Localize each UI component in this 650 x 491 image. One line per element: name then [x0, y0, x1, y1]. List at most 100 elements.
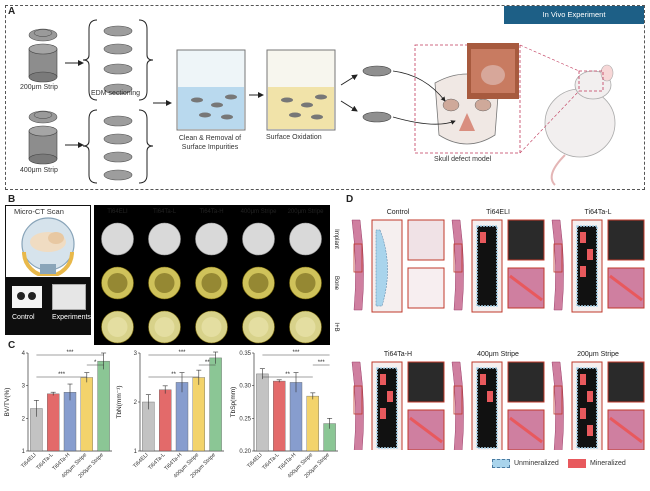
- mineralized-region: [387, 391, 393, 402]
- bar: [306, 395, 319, 452]
- mineralized-region: [480, 374, 486, 385]
- beaker-clean: [176, 49, 246, 131]
- bar: [63, 392, 77, 452]
- y-axis-label: BV/TV(%): [4, 388, 11, 417]
- mineralized-region: [609, 416, 643, 444]
- legend-mineralized-label: Mineralized: [590, 460, 626, 467]
- ct-scan-inner: [107, 273, 128, 293]
- detail-panel: [607, 409, 645, 450]
- mineralized-region: [380, 374, 386, 385]
- ct-column-label: 400μm Stripe: [241, 209, 277, 215]
- bar: [209, 357, 222, 452]
- tissue-strip: [551, 361, 564, 450]
- oxidation-label: Surface Oxidation: [266, 134, 322, 141]
- implant-region: [476, 225, 498, 307]
- panel-a-illustration: [28, 19, 616, 186]
- y-tick-label: 3: [134, 351, 138, 357]
- panel-d-letter: D: [346, 194, 354, 205]
- ct-row-label: Bone: [333, 276, 339, 291]
- implant-region: [376, 367, 398, 449]
- control-thumb: [12, 286, 42, 308]
- bar: [142, 401, 155, 452]
- zoom-box: [353, 243, 363, 273]
- panel-a-letter: A: [8, 6, 16, 17]
- experiments-label: Experiments: [52, 314, 91, 321]
- tissue-strip: [351, 361, 364, 450]
- tissue-strip: [451, 361, 464, 450]
- ct-scan-inner: [201, 273, 222, 293]
- panel-c-charts: 1234BV/TV(%)Ti64ELITi64Ta-LTi64Ta-H400μm…: [4, 350, 338, 480]
- detail-panel: [407, 361, 445, 403]
- histology-title: Ti64Ta-L: [585, 209, 612, 216]
- mineralized-region: [509, 416, 543, 444]
- unmineralized-region: [375, 229, 388, 307]
- strip-200-label: 200μm Strip: [20, 84, 58, 91]
- histology-title: Control: [387, 209, 410, 216]
- strip-400-label: 400μm Strip: [20, 167, 58, 174]
- bar: [192, 377, 206, 452]
- histology-title: Ti64ELI: [486, 209, 510, 216]
- micro-ct-title: Micro-CT Scan: [14, 207, 64, 216]
- ct-scan-inner: [295, 317, 316, 337]
- panel-a: [5, 5, 645, 190]
- ct-scan-inner: [154, 273, 175, 293]
- histology-title: Ti64Ta-H: [384, 351, 412, 358]
- ct-scan-inner: [248, 273, 269, 293]
- legend-mineralized-swatch: [568, 459, 586, 468]
- bar: [273, 380, 286, 452]
- edm-label: EDM sectioning: [91, 90, 141, 97]
- bar: [256, 373, 269, 452]
- zoom-box: [453, 243, 463, 273]
- mineralized-region: [587, 249, 593, 260]
- zoom-box: [453, 385, 463, 415]
- ct-scan-inner: [295, 273, 316, 293]
- control-label: Control: [12, 314, 35, 321]
- y-tick-label: 2: [22, 416, 26, 422]
- legend-unmineralized-label: Unmineralized: [514, 460, 559, 467]
- significance-label: **: [205, 360, 210, 366]
- mineralized-region: [580, 232, 586, 243]
- strip-400-stack: [28, 110, 58, 165]
- significance-label: **: [285, 372, 290, 378]
- significance-label: *: [94, 360, 97, 366]
- significance-label: ***: [318, 360, 326, 366]
- tissue-strip: [351, 219, 364, 311]
- experiments-thumb: [52, 284, 86, 310]
- significance-label: ***: [58, 372, 66, 378]
- detail-panel: [507, 361, 545, 403]
- bar: [175, 382, 189, 452]
- bar: [80, 377, 94, 452]
- implant-region: [576, 225, 598, 307]
- y-tick-label: 0.25: [239, 416, 251, 422]
- ct-scan-inner: [107, 317, 128, 337]
- mineralized-region: [609, 274, 643, 302]
- bar: [97, 360, 110, 452]
- implant-region: [476, 367, 498, 449]
- ct-scan-disc: [242, 222, 275, 256]
- significance-label: **: [171, 372, 176, 378]
- y-tick-label: 4: [22, 351, 26, 357]
- mineralized-region: [480, 232, 486, 243]
- y-tick-label: 3: [22, 384, 26, 390]
- tissue-strip: [451, 219, 464, 311]
- significance-label: ***: [66, 350, 74, 356]
- legend-unmineralized-swatch: [492, 459, 510, 468]
- detail-panel: [607, 361, 645, 403]
- ct-row-label: I+B: [333, 322, 339, 331]
- bar: [158, 389, 172, 452]
- mineralized-region: [380, 408, 386, 419]
- ct-column-label: Ti64Ta-L: [153, 209, 177, 215]
- in-vivo-banner: In Vivo Experiment: [504, 6, 644, 24]
- ct-scan-disc: [148, 222, 181, 256]
- ct-scan-inner: [154, 317, 175, 337]
- ct-scan-disc: [101, 222, 134, 256]
- ct-column-label: 200μm Stripe: [288, 209, 324, 215]
- detail-panel: [607, 219, 645, 261]
- detail-panel: [407, 267, 445, 309]
- strip-200-stack: [28, 28, 58, 83]
- clean-label: Clean & Removal of Surface Impurities: [178, 135, 242, 151]
- ct-column-label: Ti64Ta-H: [199, 209, 223, 215]
- panel-b-letter: B: [8, 194, 16, 205]
